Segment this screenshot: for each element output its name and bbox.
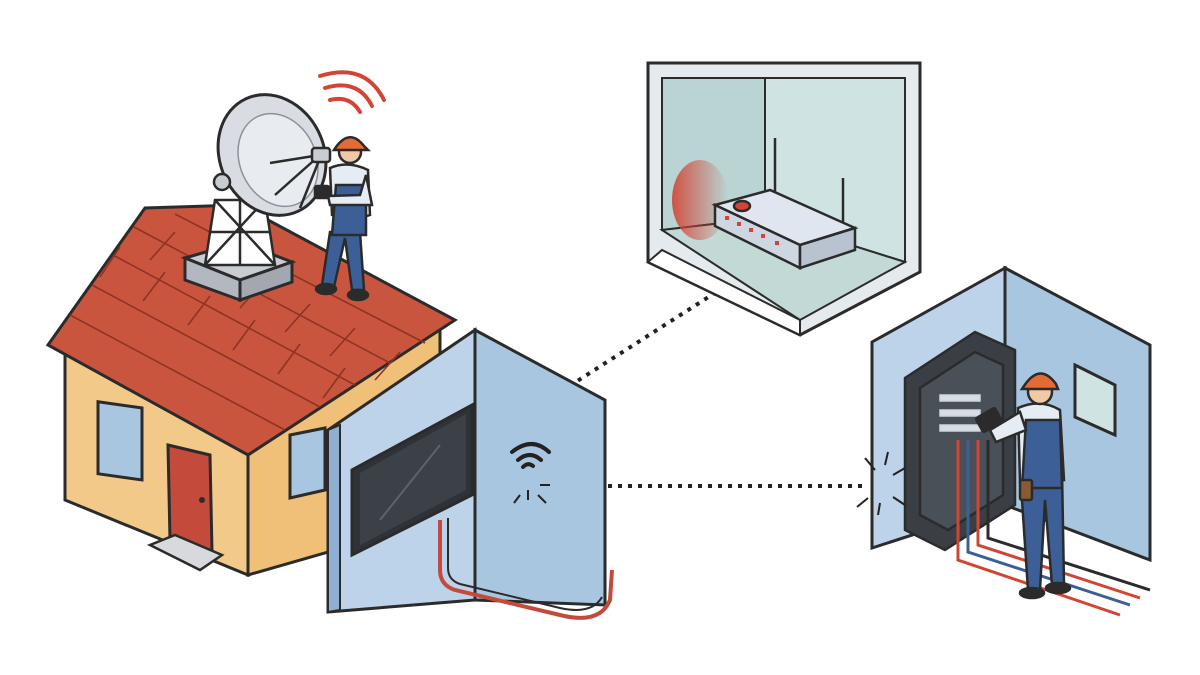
- handheld-meter-icon: [313, 184, 331, 200]
- lnb-head: [310, 146, 332, 164]
- panel-technician: [974, 372, 1072, 600]
- router-icon: [711, 138, 859, 271]
- technician-vest: [1020, 418, 1064, 490]
- tester-icon: [974, 407, 1004, 433]
- worker-arm: [326, 174, 374, 207]
- door-knob: [199, 497, 205, 503]
- satellite-dish: [203, 70, 386, 267]
- dish-signal-icon: [318, 70, 386, 114]
- router-room: [646, 61, 922, 337]
- house-window-left: [96, 400, 144, 482]
- tv-glare: [379, 444, 441, 521]
- house-window-side: [288, 426, 327, 500]
- tool-pouch-icon: [1018, 478, 1034, 502]
- router-room-ledge: [646, 248, 801, 337]
- tv-cable: [438, 520, 614, 620]
- electrical-room: [856, 265, 1152, 617]
- helmet-icon: [331, 136, 372, 152]
- dish-base-front: [238, 259, 294, 303]
- wifi-spark-icon: [513, 484, 550, 504]
- worker-boot-left: [314, 282, 338, 296]
- tv-wall-right: [473, 327, 607, 607]
- electrical-room-window: [1073, 362, 1117, 438]
- roof-technician: [313, 136, 374, 302]
- tv-wall: [326, 327, 614, 620]
- technician-boot-left: [1018, 586, 1046, 600]
- wifi-icon: [510, 442, 551, 469]
- dish-inner: [237, 112, 319, 208]
- tv-cable-outline: [447, 518, 603, 611]
- house-step: [146, 533, 225, 572]
- signal-spark-icon: [856, 451, 906, 516]
- electrical-panel-icon: [903, 330, 1151, 617]
- tv-wall-edge: [327, 423, 341, 614]
- dish-mount: [212, 172, 232, 192]
- worker-boot-right: [346, 288, 370, 302]
- technician-boot-right: [1044, 581, 1072, 595]
- technician-helmet-icon: [1019, 372, 1060, 391]
